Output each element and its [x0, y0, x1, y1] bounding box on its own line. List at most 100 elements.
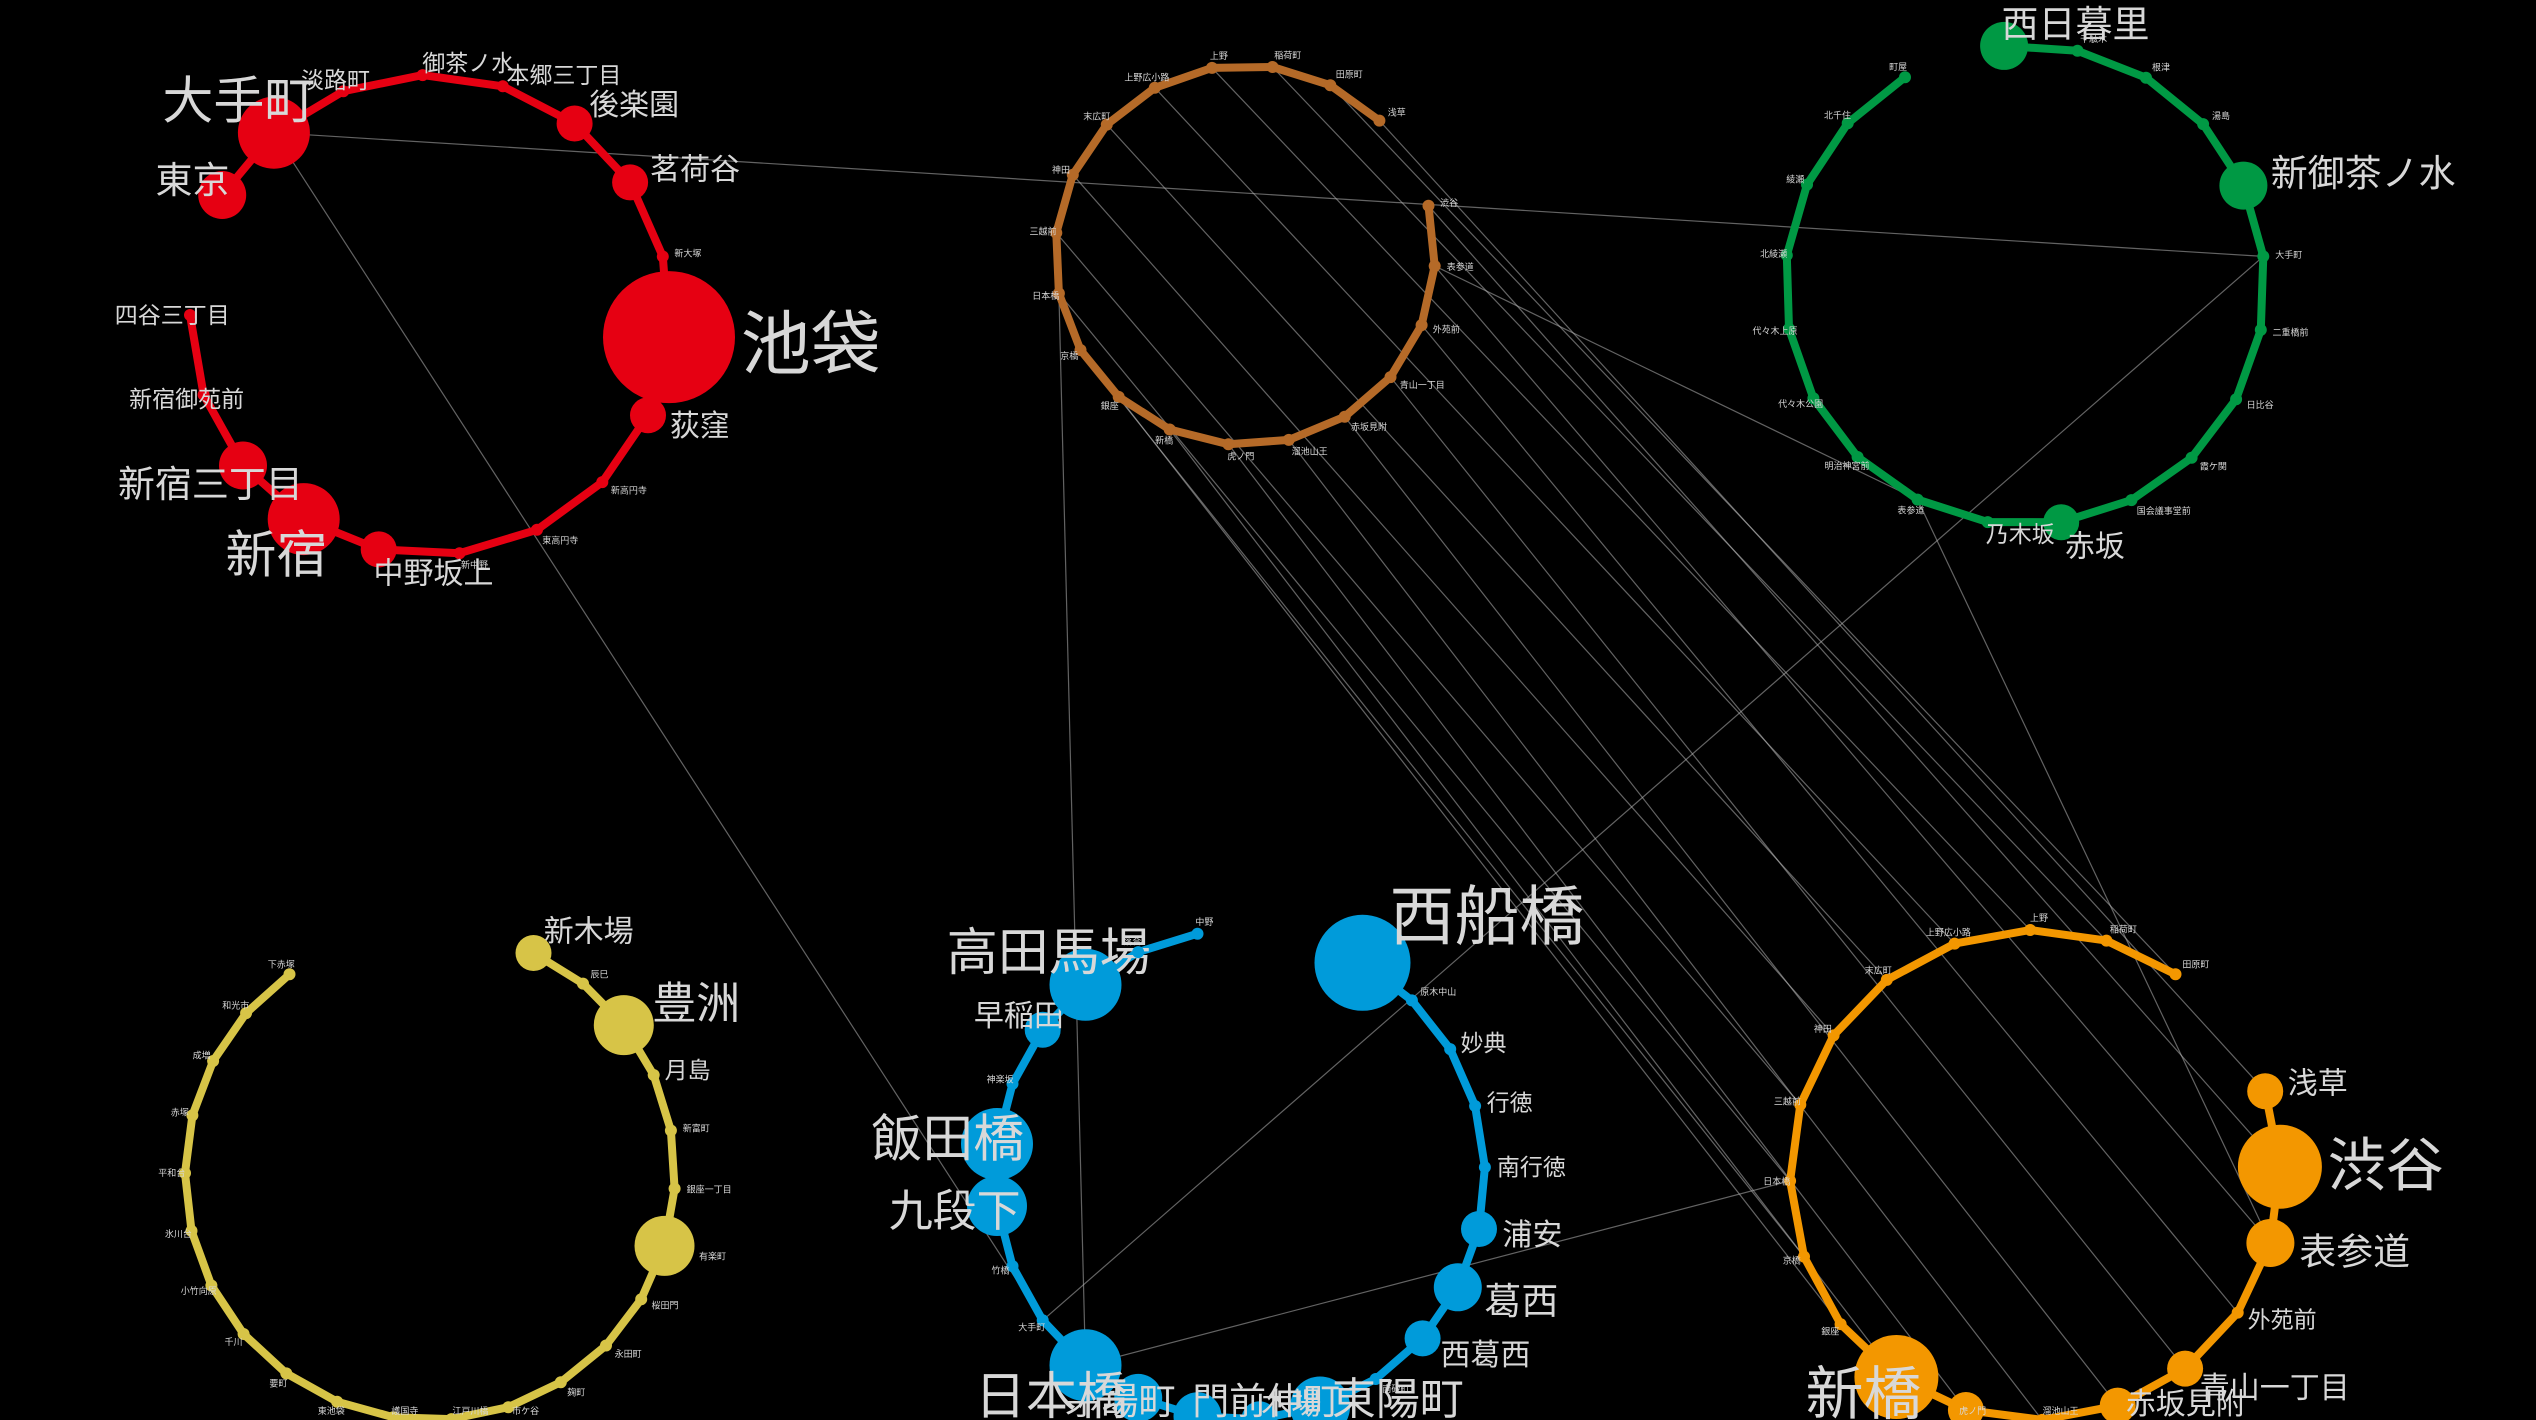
station-node[interactable] [2257, 250, 2270, 263]
station-node[interactable] [1191, 927, 1204, 940]
station-node[interactable] [1405, 994, 1418, 1007]
station-node[interactable] [647, 1069, 660, 1081]
station-node[interactable] [554, 1376, 567, 1389]
station-node[interactable] [630, 397, 666, 434]
station-node[interactable] [1369, 1373, 1382, 1385]
station-node[interactable] [1282, 433, 1295, 446]
station-node[interactable] [185, 1224, 198, 1237]
station-node[interactable] [1052, 287, 1065, 300]
station-node[interactable] [1024, 1011, 1061, 1048]
station-node[interactable] [1241, 1401, 1278, 1420]
station-node[interactable] [198, 171, 247, 219]
station-node[interactable] [1266, 61, 1279, 73]
station-node[interactable] [267, 483, 340, 556]
station-node[interactable] [445, 1413, 458, 1420]
station-node[interactable] [2169, 968, 2182, 981]
station-node[interactable] [2197, 118, 2210, 131]
station-node[interactable] [2230, 393, 2243, 406]
station-node[interactable] [1801, 178, 1813, 191]
station-node[interactable] [1841, 117, 1854, 130]
station-node[interactable] [1433, 1263, 1482, 1312]
station-node[interactable] [283, 968, 296, 981]
station-node[interactable] [496, 80, 509, 93]
station-node[interactable] [237, 1328, 250, 1340]
station-node[interactable] [1112, 390, 1125, 403]
station-node[interactable] [1428, 260, 1441, 272]
station-node[interactable] [635, 1293, 648, 1306]
station-node[interactable] [1114, 1373, 1163, 1420]
station-node[interactable] [240, 1007, 253, 1020]
station-node[interactable] [1780, 249, 1793, 262]
station-node[interactable] [1050, 226, 1063, 239]
station-node[interactable] [1173, 1392, 1222, 1420]
station-node[interactable] [1854, 1335, 1939, 1419]
station-node[interactable] [179, 1167, 191, 1180]
station-node[interactable] [2254, 323, 2267, 336]
station-node[interactable] [612, 164, 649, 201]
station-node[interactable] [1006, 1260, 1019, 1273]
station-node[interactable] [1827, 1029, 1840, 1042]
station-node[interactable] [603, 271, 735, 404]
station-node[interactable] [1066, 168, 1079, 181]
station-node[interactable] [1469, 1100, 1482, 1112]
station-node[interactable] [664, 1124, 677, 1137]
station-node[interactable] [596, 476, 609, 489]
station-node[interactable] [1478, 1161, 1491, 1174]
station-node[interactable] [331, 1395, 344, 1408]
station-node[interactable] [2246, 1219, 2295, 1267]
station-node[interactable] [1074, 344, 1087, 356]
station-node[interactable] [577, 977, 589, 990]
station-node[interactable] [2043, 504, 2080, 541]
station-node[interactable] [1911, 493, 1924, 506]
station-node[interactable] [593, 995, 654, 1056]
station-node[interactable] [237, 96, 310, 169]
station-node[interactable] [1132, 946, 1145, 959]
station-node[interactable] [1163, 423, 1176, 436]
station-node[interactable] [656, 250, 669, 263]
station-node[interactable] [1980, 21, 2029, 70]
station-node[interactable] [2237, 1124, 2322, 1209]
station-node[interactable] [1851, 451, 1864, 463]
station-node[interactable] [1415, 319, 1428, 332]
station-node[interactable] [531, 523, 543, 536]
station-node[interactable] [1981, 516, 1994, 529]
station-node[interactable] [1206, 61, 1218, 74]
station-node[interactable] [416, 69, 429, 82]
station-node[interactable] [207, 1055, 220, 1067]
station-node[interactable] [1324, 79, 1337, 92]
station-node[interactable] [1373, 114, 1386, 127]
station-node[interactable] [961, 1108, 1033, 1180]
station-node[interactable] [1444, 1043, 1457, 1056]
station-node[interactable] [1049, 1329, 1122, 1402]
station-node[interactable] [2167, 1350, 2204, 1387]
station-node[interactable] [2140, 71, 2152, 84]
station-node[interactable] [219, 441, 267, 490]
station-node[interactable] [1880, 973, 1893, 986]
station-node[interactable] [1784, 1174, 1797, 1187]
station-node[interactable] [1036, 1314, 1049, 1327]
station-node[interactable] [1338, 410, 1351, 423]
station-node[interactable] [1834, 1318, 1847, 1331]
station-node[interactable] [186, 1109, 199, 1122]
station-node[interactable] [1461, 1211, 1497, 1247]
station-node[interactable] [2185, 451, 2198, 464]
station-node[interactable] [2100, 934, 2113, 947]
station-node[interactable] [556, 105, 593, 142]
station-node[interactable] [2099, 1387, 2136, 1420]
station-node[interactable] [2071, 44, 2084, 57]
station-node[interactable] [967, 1176, 1027, 1236]
station-node[interactable] [1100, 118, 1113, 131]
station-node[interactable] [197, 388, 210, 401]
station-node[interactable] [668, 1182, 681, 1195]
station-node[interactable] [1807, 392, 1820, 405]
station-node[interactable] [1948, 937, 1961, 950]
station-node[interactable] [1783, 322, 1795, 335]
station-node[interactable] [184, 309, 196, 321]
station-node[interactable] [337, 85, 350, 98]
station-node[interactable] [1404, 1320, 1441, 1357]
station-node[interactable] [1049, 948, 1122, 1021]
station-node[interactable] [1290, 1376, 1351, 1420]
station-node[interactable] [453, 547, 466, 560]
station-node[interactable] [515, 935, 552, 971]
station-node[interactable] [1006, 1077, 1019, 1090]
